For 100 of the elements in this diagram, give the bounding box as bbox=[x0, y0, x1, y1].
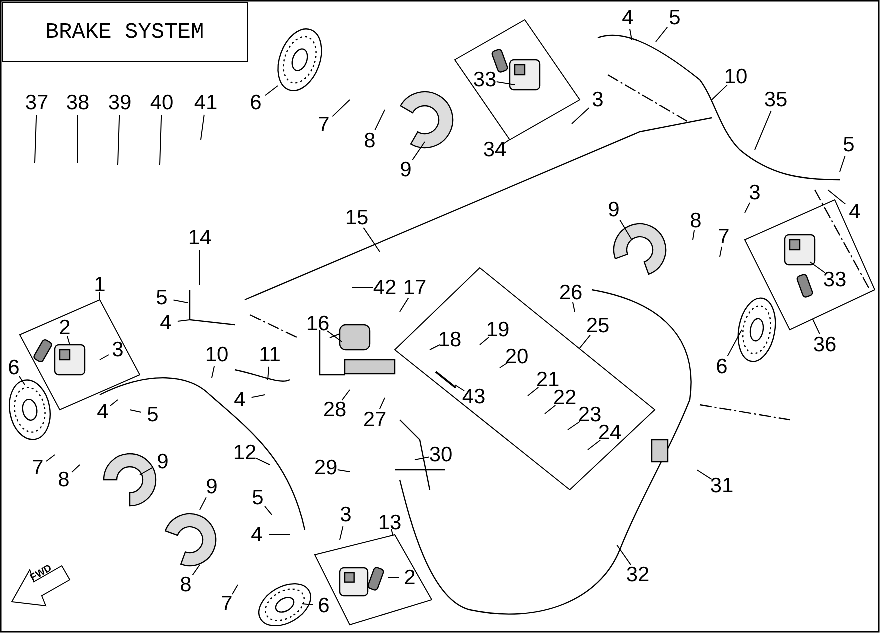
leader-line bbox=[480, 337, 490, 346]
callout-number: 36 bbox=[813, 334, 837, 356]
callout-number: 30 bbox=[429, 444, 453, 466]
leader-line bbox=[332, 100, 350, 118]
leader-line bbox=[200, 114, 205, 140]
leader-line bbox=[579, 334, 591, 350]
callout-number: 37 bbox=[25, 92, 49, 114]
callout-number: 18 bbox=[438, 330, 462, 350]
callout-number: 26 bbox=[559, 282, 583, 304]
callout-number: 42 bbox=[373, 278, 397, 298]
leader-line bbox=[572, 302, 576, 312]
leader-line bbox=[212, 366, 215, 378]
callout-number: 28 bbox=[323, 400, 347, 420]
callout-number: 4 bbox=[622, 8, 634, 28]
callout-number: 38 bbox=[66, 92, 90, 114]
leader-line bbox=[692, 230, 695, 240]
leader-line bbox=[177, 320, 190, 322]
leader-line bbox=[414, 456, 430, 460]
leader-line bbox=[616, 544, 632, 566]
leader-line bbox=[19, 376, 26, 386]
callout-number: 39 bbox=[108, 92, 132, 114]
callout-number: 1 bbox=[94, 274, 106, 296]
leader-line bbox=[840, 156, 846, 172]
callout-number: 8 bbox=[58, 470, 70, 490]
leader-line bbox=[588, 440, 601, 450]
leader-line bbox=[118, 114, 120, 166]
leader-line bbox=[496, 81, 516, 86]
leader-line bbox=[454, 384, 465, 392]
callout-number: 7 bbox=[221, 594, 233, 614]
callout-number: 10 bbox=[724, 66, 748, 88]
callout-number: 6 bbox=[250, 92, 262, 114]
callout-number: 25 bbox=[586, 316, 610, 336]
callout-number: 9 bbox=[157, 452, 169, 472]
callout-number: 2 bbox=[59, 318, 71, 338]
leader-line bbox=[268, 366, 270, 380]
leader-line bbox=[620, 220, 632, 240]
callout-number: 14 bbox=[188, 228, 212, 248]
callout-number: 4 bbox=[160, 312, 172, 334]
leader-line bbox=[265, 86, 278, 96]
callout-number: 23 bbox=[578, 404, 602, 426]
callout-number: 6 bbox=[318, 596, 330, 616]
callout-number: 4 bbox=[251, 524, 263, 546]
callout-number: 3 bbox=[592, 90, 604, 110]
leader-line bbox=[430, 344, 440, 350]
leader-line bbox=[340, 526, 344, 540]
leader-line bbox=[712, 84, 728, 100]
callout-number: 7 bbox=[32, 458, 44, 478]
callout-number: 9 bbox=[608, 200, 620, 220]
leader-line bbox=[400, 298, 410, 312]
leader-line bbox=[568, 421, 581, 430]
callout-number: 4 bbox=[97, 402, 109, 422]
leader-line bbox=[696, 470, 712, 480]
leader-line bbox=[500, 362, 509, 368]
callout-number: 32 bbox=[626, 564, 650, 586]
leader-line bbox=[160, 114, 162, 166]
callout-number: 40 bbox=[150, 92, 174, 114]
callout-number: 33 bbox=[823, 270, 847, 290]
callout-number: 2 bbox=[404, 568, 416, 588]
callout-number: 6 bbox=[8, 358, 20, 378]
leader-line bbox=[327, 330, 342, 342]
callout-number: 6 bbox=[716, 356, 728, 378]
callout-number: 41 bbox=[194, 92, 218, 114]
leader-line bbox=[342, 390, 350, 401]
callout-number: 5 bbox=[156, 288, 168, 308]
leader-line bbox=[379, 398, 386, 410]
callout-number: 5 bbox=[669, 8, 681, 28]
title-box: BRAKE SYSTEM bbox=[2, 2, 248, 62]
callout-number: 31 bbox=[710, 476, 734, 496]
leader-line bbox=[130, 410, 142, 413]
leader-line bbox=[110, 400, 118, 406]
leader-line bbox=[374, 110, 386, 131]
leader-line bbox=[744, 202, 750, 214]
leader-line bbox=[502, 139, 510, 146]
callout-number: 8 bbox=[180, 574, 192, 596]
leader-line bbox=[412, 142, 426, 161]
leader-line bbox=[173, 300, 188, 304]
callout-number: 17 bbox=[403, 278, 427, 298]
callout-number: 34 bbox=[483, 140, 507, 160]
callout-number: 9 bbox=[400, 160, 412, 180]
direction-label: FWD bbox=[28, 563, 54, 584]
leader-line bbox=[828, 190, 846, 205]
callout-number: 16 bbox=[306, 314, 330, 334]
callout-number: 27 bbox=[363, 410, 387, 430]
callout-number: 19 bbox=[486, 320, 510, 340]
leader-line bbox=[67, 336, 70, 346]
callout-number: 7 bbox=[718, 226, 730, 248]
leader-line bbox=[572, 108, 590, 124]
leader-line bbox=[754, 110, 772, 150]
callout-number: 3 bbox=[112, 340, 124, 360]
leader-line bbox=[302, 604, 314, 606]
leader-line bbox=[46, 454, 56, 462]
callout-number: 7 bbox=[318, 114, 330, 136]
callout-number: 5 bbox=[843, 134, 855, 156]
callout-number: 22 bbox=[553, 388, 577, 408]
callout-number: 4 bbox=[849, 202, 861, 222]
callout-number: 3 bbox=[749, 182, 761, 204]
callout-number: 24 bbox=[598, 422, 622, 444]
callout-number: 12 bbox=[233, 442, 257, 464]
leader-line bbox=[812, 318, 820, 335]
callout-number: 33 bbox=[473, 70, 497, 90]
